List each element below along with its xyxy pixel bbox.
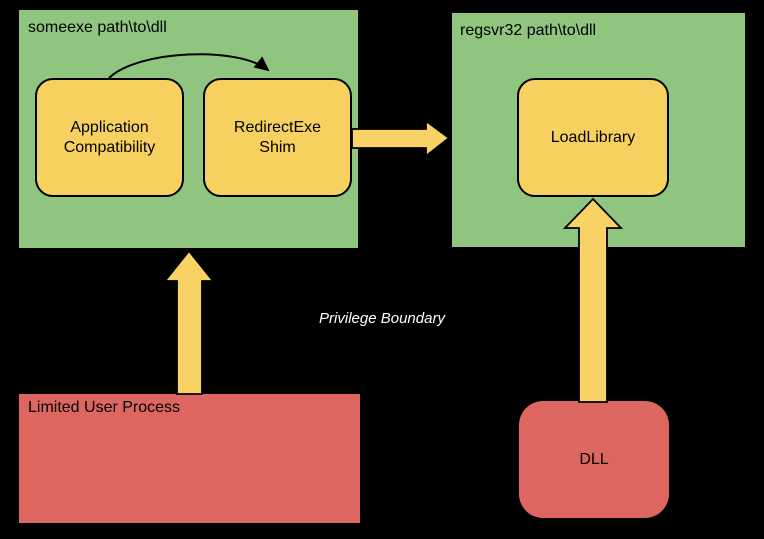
- regsvr32-container-label: regsvr32 path\to\dll: [460, 22, 597, 39]
- limited-user-process-box: Limited User Process: [19, 394, 360, 523]
- loadlibrary-node: LoadLibrary: [517, 78, 669, 197]
- privilege-boundary-label: Privilege Boundary: [319, 310, 445, 327]
- dll-label: DLL: [579, 450, 609, 468]
- redirectexe-shim-label: RedirectExe Shim: [233, 118, 322, 156]
- limited-user-process-label: Limited User Process: [28, 399, 181, 416]
- someexe-container-label: someexe path\to\dll: [28, 19, 167, 36]
- shim-to-regsvr32-arrow: [351, 119, 451, 158]
- redirectexe-shim-node: RedirectExe Shim: [203, 78, 352, 197]
- application-compatibility-label: Application Compatibility: [63, 118, 156, 156]
- dll-box: DLL: [519, 401, 669, 518]
- lup-to-someexe-arrow: [163, 249, 215, 395]
- loadlibrary-label: LoadLibrary: [550, 128, 636, 146]
- application-compatibility-node: Application Compatibility: [35, 78, 184, 197]
